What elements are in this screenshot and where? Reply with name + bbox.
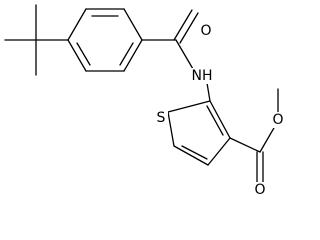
carbonyl-oxygen-label: O <box>200 23 211 39</box>
atom-thiophene-sulfur: S <box>154 110 168 126</box>
ester-group <box>229 88 279 185</box>
atom-ester-ether-oxygen: O <box>271 112 285 128</box>
bond-benzene-4 <box>123 39 143 72</box>
bond-carbonyl-double-b <box>179 12 199 44</box>
atom-ester-carbonyl-oxygen: O <box>253 182 267 198</box>
thiophene-ring <box>167 100 231 166</box>
bond-carbonyl-double-a <box>173 9 193 41</box>
amide-group <box>141 9 211 102</box>
bond-c5-c4-double <box>181 145 208 160</box>
amide-nitrogen-label: NH <box>192 68 213 84</box>
benzene-ring <box>67 8 143 72</box>
bond-benzene-double-left <box>76 42 91 66</box>
bond-benzene-double-right <box>119 42 134 66</box>
bond-benzene-1 <box>67 8 87 41</box>
tert-butyl-group <box>4 4 69 76</box>
bond-benzene-3 <box>123 8 143 41</box>
bond-c5-c4 <box>173 145 209 166</box>
bond-nh-to-thiophene <box>206 82 211 102</box>
bond-c3-c2-double <box>206 105 224 136</box>
ester-ether-oxygen-label: O <box>272 112 283 128</box>
bond-c3-to-ester-carbon <box>229 137 261 153</box>
bond-c2-s <box>167 100 211 113</box>
bond-carbonyl-to-nh <box>175 39 194 70</box>
bond-s-c5 <box>167 111 175 147</box>
atom-amide-nitrogen: NH <box>188 68 216 84</box>
molecule-structure: O NH S O O <box>4 4 285 198</box>
ester-carbonyl-oxygen-label: O <box>254 182 265 198</box>
bond-c3-c2 <box>209 100 231 139</box>
thiophene-sulfur-label: S <box>157 110 166 126</box>
bond-c4-c3 <box>207 137 231 166</box>
atom-carbonyl-oxygen: O <box>199 23 213 40</box>
structure-canvas: O NH S O O <box>4 4 285 198</box>
bond-benzene-6 <box>67 39 87 72</box>
